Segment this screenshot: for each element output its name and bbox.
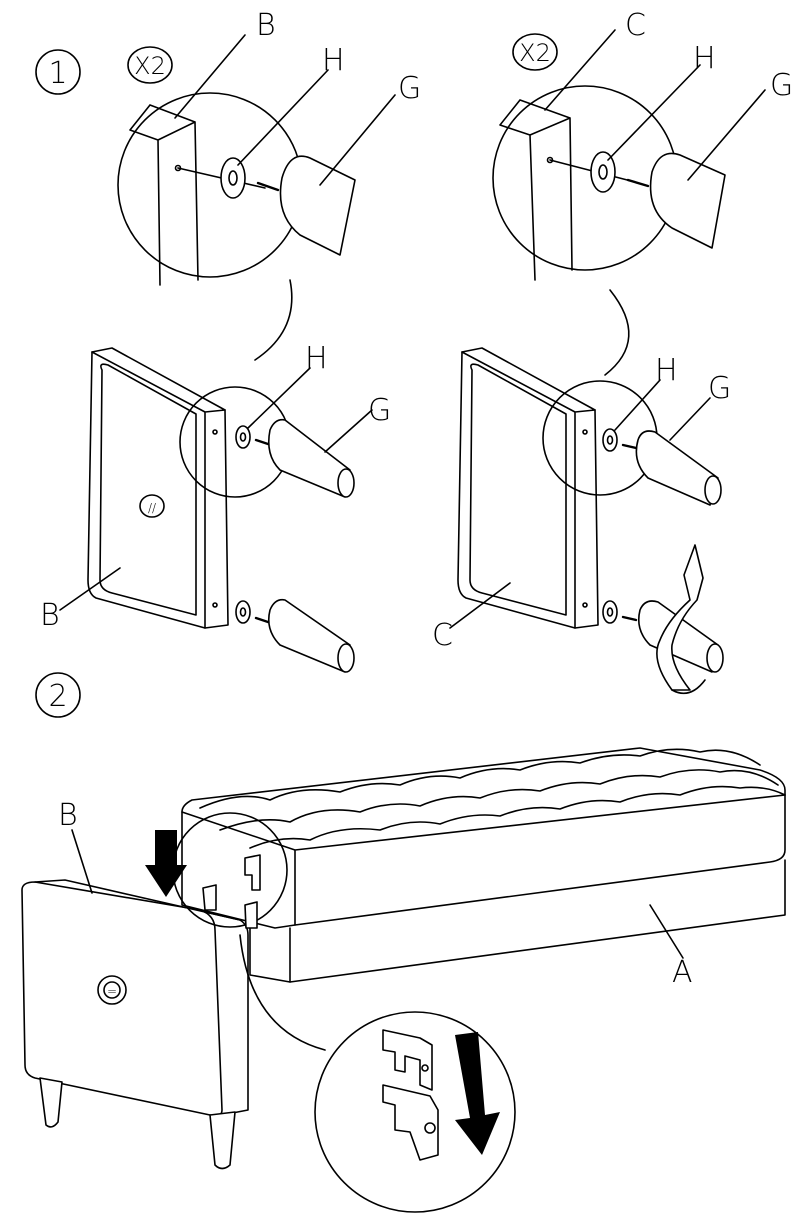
multiplier-left: X2	[134, 52, 166, 80]
label-H-top-right: H	[693, 41, 716, 76]
label-C-top: C	[625, 8, 646, 43]
multiplier-right: X2	[519, 39, 551, 67]
bench-tufting	[199, 748, 786, 849]
label-H-mid-left: H	[305, 341, 328, 376]
bench-A	[181, 747, 786, 929]
step-1-number: 1	[48, 56, 67, 91]
label-C-panel: C	[432, 618, 453, 653]
washer-detail-right	[590, 151, 616, 193]
leg-B-right	[209, 1111, 236, 1170]
step-2-circle	[35, 672, 81, 718]
connector-curve-step2	[239, 934, 326, 1051]
connector-curve-left	[254, 279, 293, 361]
logo-badge-B	[139, 494, 165, 518]
label-B-panel: B	[40, 598, 60, 633]
bracket-upper-small	[244, 854, 261, 891]
step1-right-group: X2 C H G C H G	[432, 8, 793, 695]
svg-text://: //	[148, 501, 156, 515]
down-arrow-bench	[145, 830, 187, 897]
washer-H-lower-right	[602, 600, 618, 624]
panel-C	[457, 347, 599, 629]
down-arrow-detail	[455, 1032, 500, 1155]
label-H-mid-right: H	[655, 353, 678, 388]
bracket-upper-detail	[382, 1029, 433, 1091]
svg-text:=: =	[107, 984, 117, 998]
rotate-arrow	[656, 544, 704, 691]
label-B-top: B	[256, 8, 276, 43]
logo-badge-B-step2	[97, 975, 127, 1005]
zoom-detail-circle-left	[117, 92, 303, 278]
label-A: A	[672, 955, 693, 990]
step1-left-group: 1 X2 . B H G // B	[35, 8, 421, 673]
label-G-mid-left: G	[368, 393, 391, 428]
connector-curve-right	[604, 289, 630, 376]
leg-B-left	[39, 1077, 63, 1128]
bracket-right-small	[244, 901, 258, 929]
zoom-detail-circle-right	[492, 85, 678, 271]
panel-B	[87, 347, 229, 629]
multiplier-badge-right	[512, 33, 558, 71]
bolt-detail-left	[256, 181, 280, 192]
label-G-top-right: G	[770, 68, 793, 103]
washer-H-upper-right	[602, 428, 618, 452]
step2-group: 2 A = B	[21, 672, 786, 1213]
bracket-left-small	[202, 884, 217, 911]
step-1-circle	[35, 49, 81, 95]
leg-detail-left	[279, 155, 356, 256]
bracket-lower-detail	[382, 1084, 439, 1161]
leg-detail-right	[649, 152, 726, 249]
washer-detail-left	[220, 157, 246, 199]
washer-H-upper-left	[235, 425, 251, 449]
bracket-detail-circle	[314, 1011, 516, 1213]
label-G-top-left: G	[398, 71, 421, 106]
label-G-mid-right: G	[708, 371, 731, 406]
label-B-step2: B	[58, 798, 78, 833]
label-H-top-left: H	[322, 43, 345, 78]
bolt-detail-right	[626, 178, 650, 188]
panel-corner-detail-left	[129, 104, 199, 286]
multiplier-badge-left	[127, 46, 173, 84]
washer-H-lower-left	[235, 600, 251, 624]
step-2-number: 2	[48, 679, 67, 714]
bracket-zoom-circle	[172, 812, 288, 928]
